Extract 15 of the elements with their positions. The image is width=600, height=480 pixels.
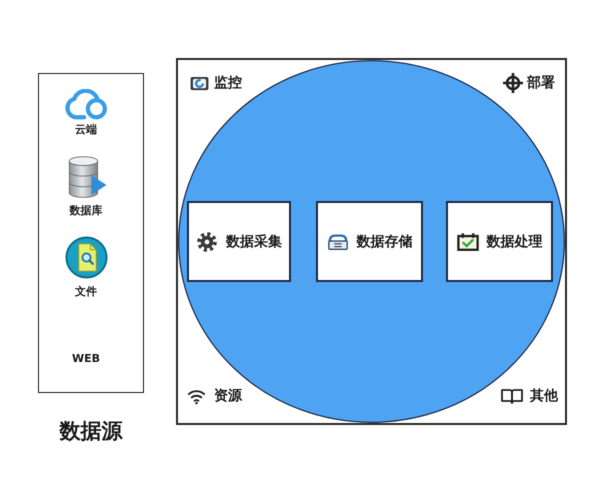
icon-caption: WEB <box>72 352 100 366</box>
process-box <box>316 201 423 282</box>
corner-label: 监控 <box>214 74 242 92</box>
corner-label: 资源 <box>214 387 242 405</box>
icon-caption: 云端 <box>75 123 97 137</box>
process-box <box>446 201 553 282</box>
process-label: 数据存储 <box>356 232 412 250</box>
panel-heading: 数据源 <box>60 419 122 444</box>
icon-caption: 文件 <box>75 285 97 299</box>
process-box <box>187 201 291 282</box>
process-label: 数据采集 <box>226 232 282 250</box>
corner-label: 其他 <box>530 387 558 405</box>
icon-caption: 数据库 <box>70 204 102 218</box>
process-label: 数据处理 <box>486 232 542 250</box>
corner-label: 部署 <box>527 74 555 92</box>
